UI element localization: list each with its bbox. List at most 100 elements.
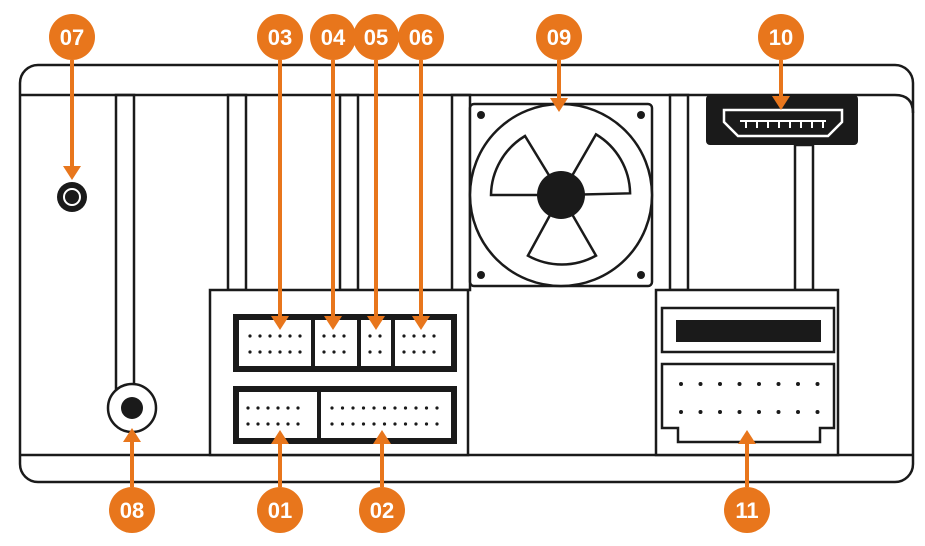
pin: [432, 350, 436, 354]
pin: [393, 406, 397, 410]
callout-arrowhead: [271, 430, 289, 444]
pin: [435, 406, 439, 410]
callout-arrowhead: [63, 166, 81, 180]
svg-text:05: 05: [364, 25, 388, 50]
pin: [776, 410, 781, 414]
pin: [424, 406, 429, 410]
svg-text:03: 03: [268, 25, 292, 50]
pin: [342, 334, 346, 338]
pin: [372, 406, 376, 410]
antenna-jack-large: [106, 382, 158, 434]
pin: [403, 406, 408, 410]
pin: [248, 350, 252, 354]
callout-arrowhead: [772, 96, 790, 110]
connector-6-pin-b: [402, 334, 436, 354]
pin: [414, 422, 418, 426]
callout-arrowhead: [412, 316, 430, 330]
svg-text:04: 04: [321, 25, 346, 50]
pin: [679, 382, 683, 386]
svg-text:01: 01: [268, 498, 292, 523]
pin: [698, 382, 703, 386]
pin: [340, 422, 345, 426]
callout-11: 11: [724, 487, 770, 533]
pin: [737, 410, 742, 414]
pin: [342, 350, 346, 354]
svg-text:06: 06: [409, 25, 433, 50]
callout-03: 03: [257, 14, 303, 60]
pin: [258, 334, 262, 338]
hdmi-port: [706, 95, 858, 145]
pin: [351, 422, 355, 426]
svg-text:09: 09: [547, 25, 571, 50]
pin: [422, 334, 426, 338]
pin: [288, 350, 292, 354]
callout-01: 01: [257, 487, 303, 533]
callout-02: 02: [359, 487, 405, 533]
pin: [402, 334, 406, 338]
pin: [332, 350, 336, 354]
pin: [278, 334, 282, 338]
pin: [796, 382, 800, 386]
pin: [256, 406, 260, 410]
pin: [276, 422, 280, 426]
usb-and-multi-pin-port: [654, 288, 840, 457]
wiring-harness-connector-small: [246, 406, 300, 426]
pin: [298, 334, 302, 338]
pin: [296, 422, 300, 426]
svg-text:11: 11: [735, 498, 758, 523]
antenna-jack-small: [57, 182, 87, 212]
callout-07: 07: [49, 14, 95, 60]
pin: [246, 422, 250, 426]
pin: [796, 410, 800, 414]
callout-arrowhead: [373, 430, 391, 444]
callout-arrows: [63, 60, 790, 487]
pin: [332, 334, 336, 338]
pin: [361, 422, 366, 426]
pin: [378, 350, 382, 354]
pin: [268, 334, 272, 338]
callout-arrowhead: [271, 316, 289, 330]
callout-arrowhead: [367, 316, 385, 330]
pin: [737, 382, 742, 386]
pin: [815, 410, 820, 414]
pin: [368, 334, 372, 338]
pin: [322, 350, 326, 354]
connector-12-pin: [248, 334, 302, 354]
connector-6-pin-a: [322, 334, 346, 354]
pin: [382, 406, 387, 410]
cooling-fan: [468, 102, 654, 288]
pin: [266, 406, 270, 410]
pin: [288, 334, 292, 338]
pin: [414, 406, 418, 410]
pin: [286, 406, 290, 410]
pin: [296, 406, 300, 410]
pin: [258, 350, 262, 354]
wiring-harness-connector-large: [330, 406, 439, 426]
pin: [266, 422, 270, 426]
pin: [718, 382, 722, 386]
callout-06: 06: [398, 14, 444, 60]
pin: [361, 406, 366, 410]
lower-connector-block: [233, 386, 457, 444]
callout-09: 09: [536, 14, 582, 60]
pin: [246, 406, 250, 410]
callout-05: 05: [353, 14, 399, 60]
pin: [382, 422, 387, 426]
pin: [757, 410, 761, 414]
pin: [815, 382, 820, 386]
pin: [403, 422, 408, 426]
callout-arrowhead: [324, 316, 342, 330]
pin: [330, 422, 334, 426]
pin: [276, 406, 280, 410]
svg-text:07: 07: [60, 25, 84, 50]
callout-arrowhead: [550, 98, 568, 112]
pin: [402, 350, 406, 354]
pin: [256, 422, 260, 426]
callout-arrowhead: [738, 430, 756, 444]
svg-text:10: 10: [769, 25, 793, 50]
callout-10: 10: [758, 14, 804, 60]
pin: [248, 334, 252, 338]
pin: [286, 422, 290, 426]
pin: [757, 382, 761, 386]
svg-text:08: 08: [120, 498, 144, 523]
